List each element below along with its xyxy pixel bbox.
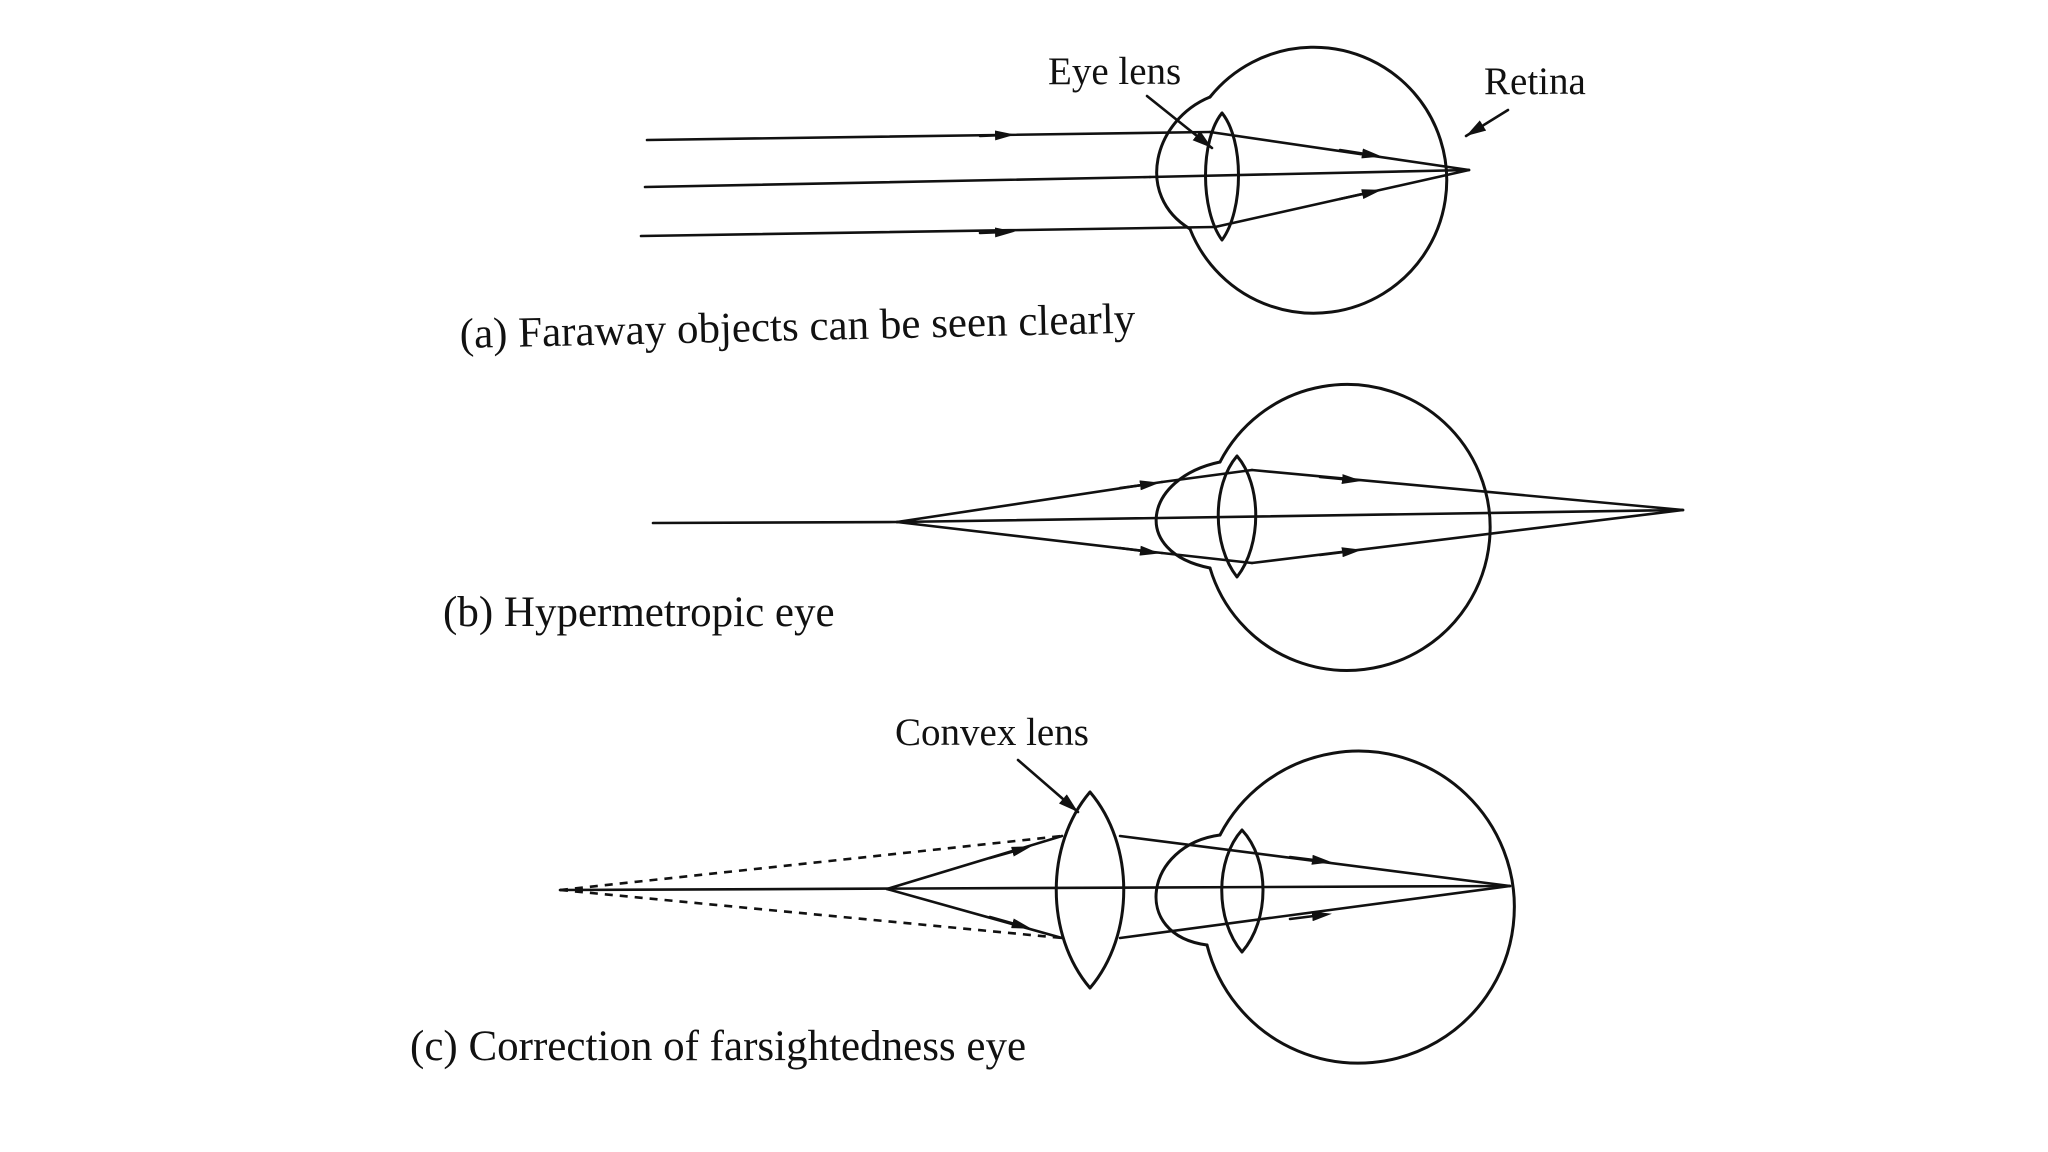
ray-arrow	[988, 915, 1032, 929]
refracted-ray-top	[1160, 468, 1254, 484]
eye-lens	[1216, 454, 1258, 579]
panel-a-normal-eye: Eye lens Retina (a) Faraway objects can …	[459, 45, 1586, 358]
object-ray-bottom	[885, 887, 1064, 940]
refracted-ray-bottom	[1118, 884, 1512, 940]
eye-lens-label: Eye lens	[1048, 50, 1181, 93]
eye-lens	[1220, 828, 1265, 954]
refracted-ray-top-cont	[1250, 468, 1685, 512]
virtual-ray-top	[559, 834, 1063, 892]
cornea-bulge	[1154, 833, 1222, 947]
cornea-bulge	[1154, 460, 1222, 570]
panel-c-caption: (c) Correction of farsightedness eye	[410, 1023, 1026, 1070]
ray-arrow	[978, 130, 1015, 141]
diverging-ray-bottom	[895, 520, 1164, 555]
ray-arrow	[978, 227, 1015, 238]
ray-arrow	[1118, 480, 1160, 491]
ray-arrow	[1338, 189, 1382, 201]
eyeball-outline	[1208, 382, 1492, 672]
eye-lens-pointer	[1145, 94, 1214, 150]
ray-arrow	[1288, 911, 1332, 922]
panel-b-caption: (b) Hypermetropic eye	[443, 589, 835, 636]
refracted-ray-bottom	[1160, 551, 1254, 565]
panel-c-corrected-eye: Convex lens (c) Correction of farsighted…	[410, 711, 1516, 1070]
refracted-ray-bottom-cont	[1250, 508, 1685, 565]
eyeball-outline	[1205, 749, 1516, 1065]
convex-lens-label: Convex lens	[895, 711, 1089, 754]
virtual-ray-bottom	[559, 888, 1063, 940]
ray-arrow	[1288, 854, 1332, 865]
incoming-ray-top	[645, 130, 1212, 142]
panel-a-caption: (a) Faraway objects can be seen clearly	[459, 296, 1136, 358]
ray-arrow	[988, 846, 1032, 860]
axis-ray	[558, 884, 1512, 892]
ray-arrow	[1318, 474, 1362, 485]
object-ray-top	[885, 834, 1064, 891]
panel-b-hypermetropic-eye: (b) Hypermetropic eye	[443, 382, 1685, 672]
ray-arrow	[1318, 547, 1362, 558]
incoming-axis-ray	[651, 520, 899, 525]
cornea-bulge	[1155, 95, 1212, 231]
axis-ray-through-eye	[895, 508, 1685, 524]
incoming-ray-bottom	[639, 225, 1217, 238]
refracted-ray-mid	[1148, 168, 1471, 179]
ray-arrow	[1338, 148, 1382, 159]
diverging-ray-top	[895, 480, 1164, 524]
ray-arrow	[1118, 545, 1160, 556]
incoming-ray-mid	[643, 175, 1152, 189]
convex-lens-pointer	[1016, 758, 1080, 814]
retina-label: Retina	[1484, 60, 1586, 103]
eyeball-outline	[1188, 45, 1449, 315]
convex-lens	[1054, 790, 1126, 990]
retina-pointer	[1464, 108, 1510, 138]
